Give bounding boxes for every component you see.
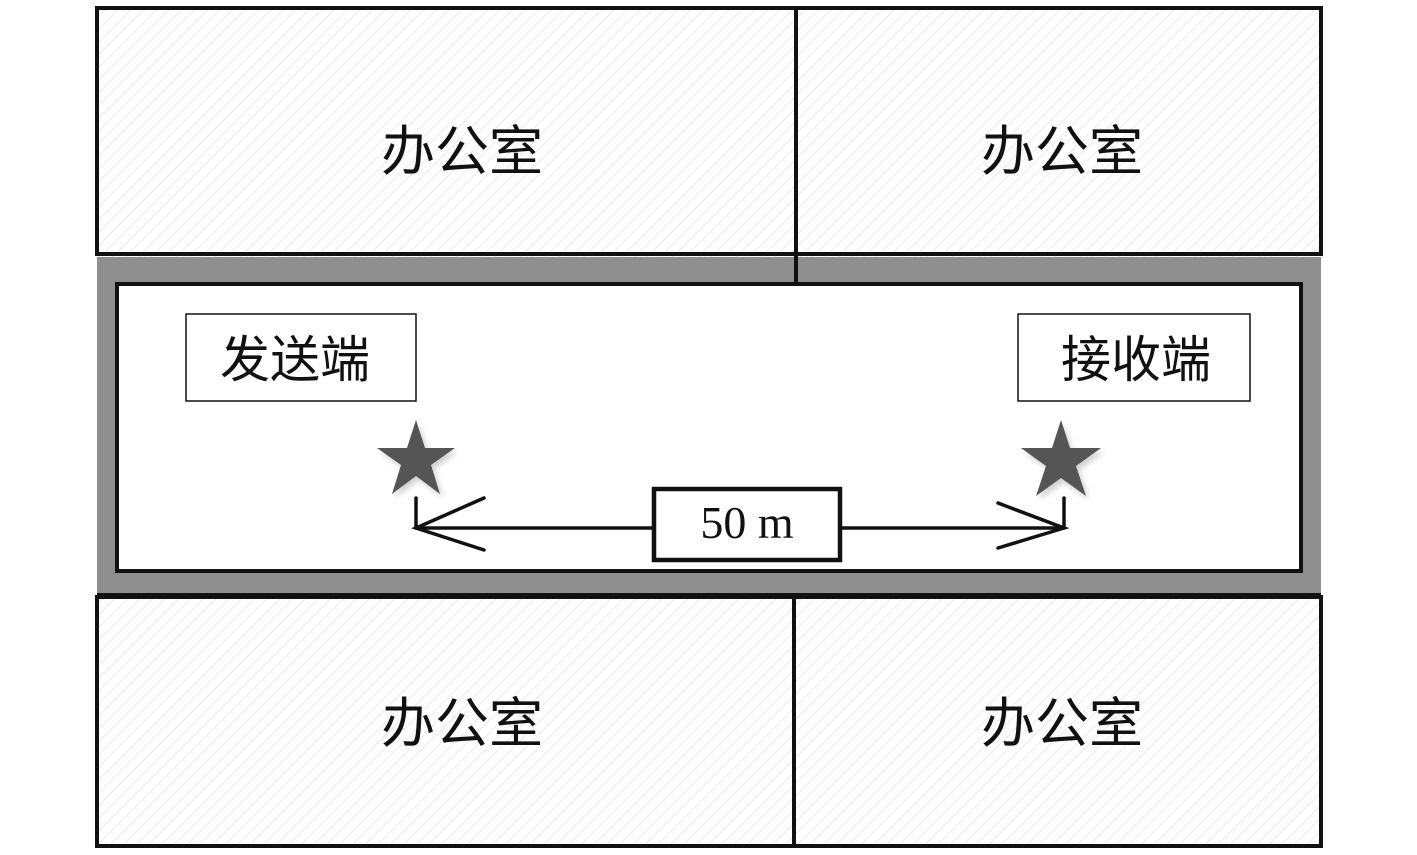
receiver-label: 接收端 <box>1061 331 1211 389</box>
receiver-star-icon <box>1021 420 1101 496</box>
room-label: 办公室 <box>381 692 543 755</box>
distance-label: 50 m <box>700 497 794 548</box>
office-room-bottom-left: 办公室 <box>95 595 796 848</box>
office-room-bottom-right: 办公室 <box>792 595 1323 848</box>
receiver-label-box: 接收端 <box>1017 313 1251 402</box>
transmitter-label: 发送端 <box>220 331 370 389</box>
room-label: 办公室 <box>981 692 1143 755</box>
transmitter-star-icon <box>377 420 455 494</box>
room-label: 办公室 <box>981 120 1143 183</box>
room-label: 办公室 <box>381 120 543 183</box>
distance-label-box: 50 m <box>651 486 843 563</box>
distance-arrow <box>411 496 1070 552</box>
transmitter-label-box: 发送端 <box>185 313 417 402</box>
